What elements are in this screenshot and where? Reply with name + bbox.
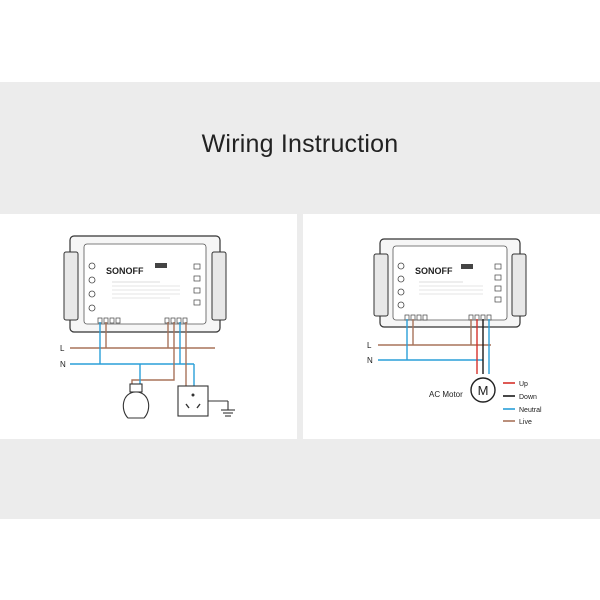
right-wiring-diagram: SONOFF L N M AC Motor	[367, 238, 542, 426]
motor-label: AC Motor	[429, 390, 463, 399]
page-title: Wiring Instruction	[201, 130, 399, 158]
neutral-label: N	[60, 360, 66, 369]
device-brand: SONOFF	[106, 266, 144, 276]
legend-item-live: Live	[503, 419, 532, 426]
wire-legend: Up Down Neutral Live	[503, 381, 542, 426]
switch-device	[63, 235, 227, 333]
legend-item-neutral: Neutral	[503, 407, 542, 414]
legend-label: Down	[519, 394, 537, 401]
live-label: L	[60, 344, 65, 353]
legend-label: Up	[519, 381, 528, 388]
motor-symbol: M	[478, 383, 489, 398]
live-label: L	[367, 341, 372, 350]
device-brand: SONOFF	[415, 266, 453, 276]
legend-item-up: Up	[503, 381, 528, 388]
power-socket-icon	[177, 385, 209, 417]
neutral-label: N	[367, 356, 373, 365]
switch-device	[373, 238, 527, 328]
legend-item-down: Down	[503, 394, 537, 401]
wires	[378, 319, 491, 374]
legend-label: Live	[519, 419, 532, 426]
ground-icon	[208, 400, 235, 417]
left-wiring-diagram: SONOFF L N	[60, 235, 235, 419]
left-wiring-panel: SONOFF L N	[0, 214, 297, 439]
motor-icon: M	[470, 377, 496, 403]
light-bulb-icon	[122, 383, 150, 419]
right-wiring-panel: SONOFF L N M AC Motor	[303, 214, 600, 439]
legend-label: Neutral	[519, 407, 542, 414]
